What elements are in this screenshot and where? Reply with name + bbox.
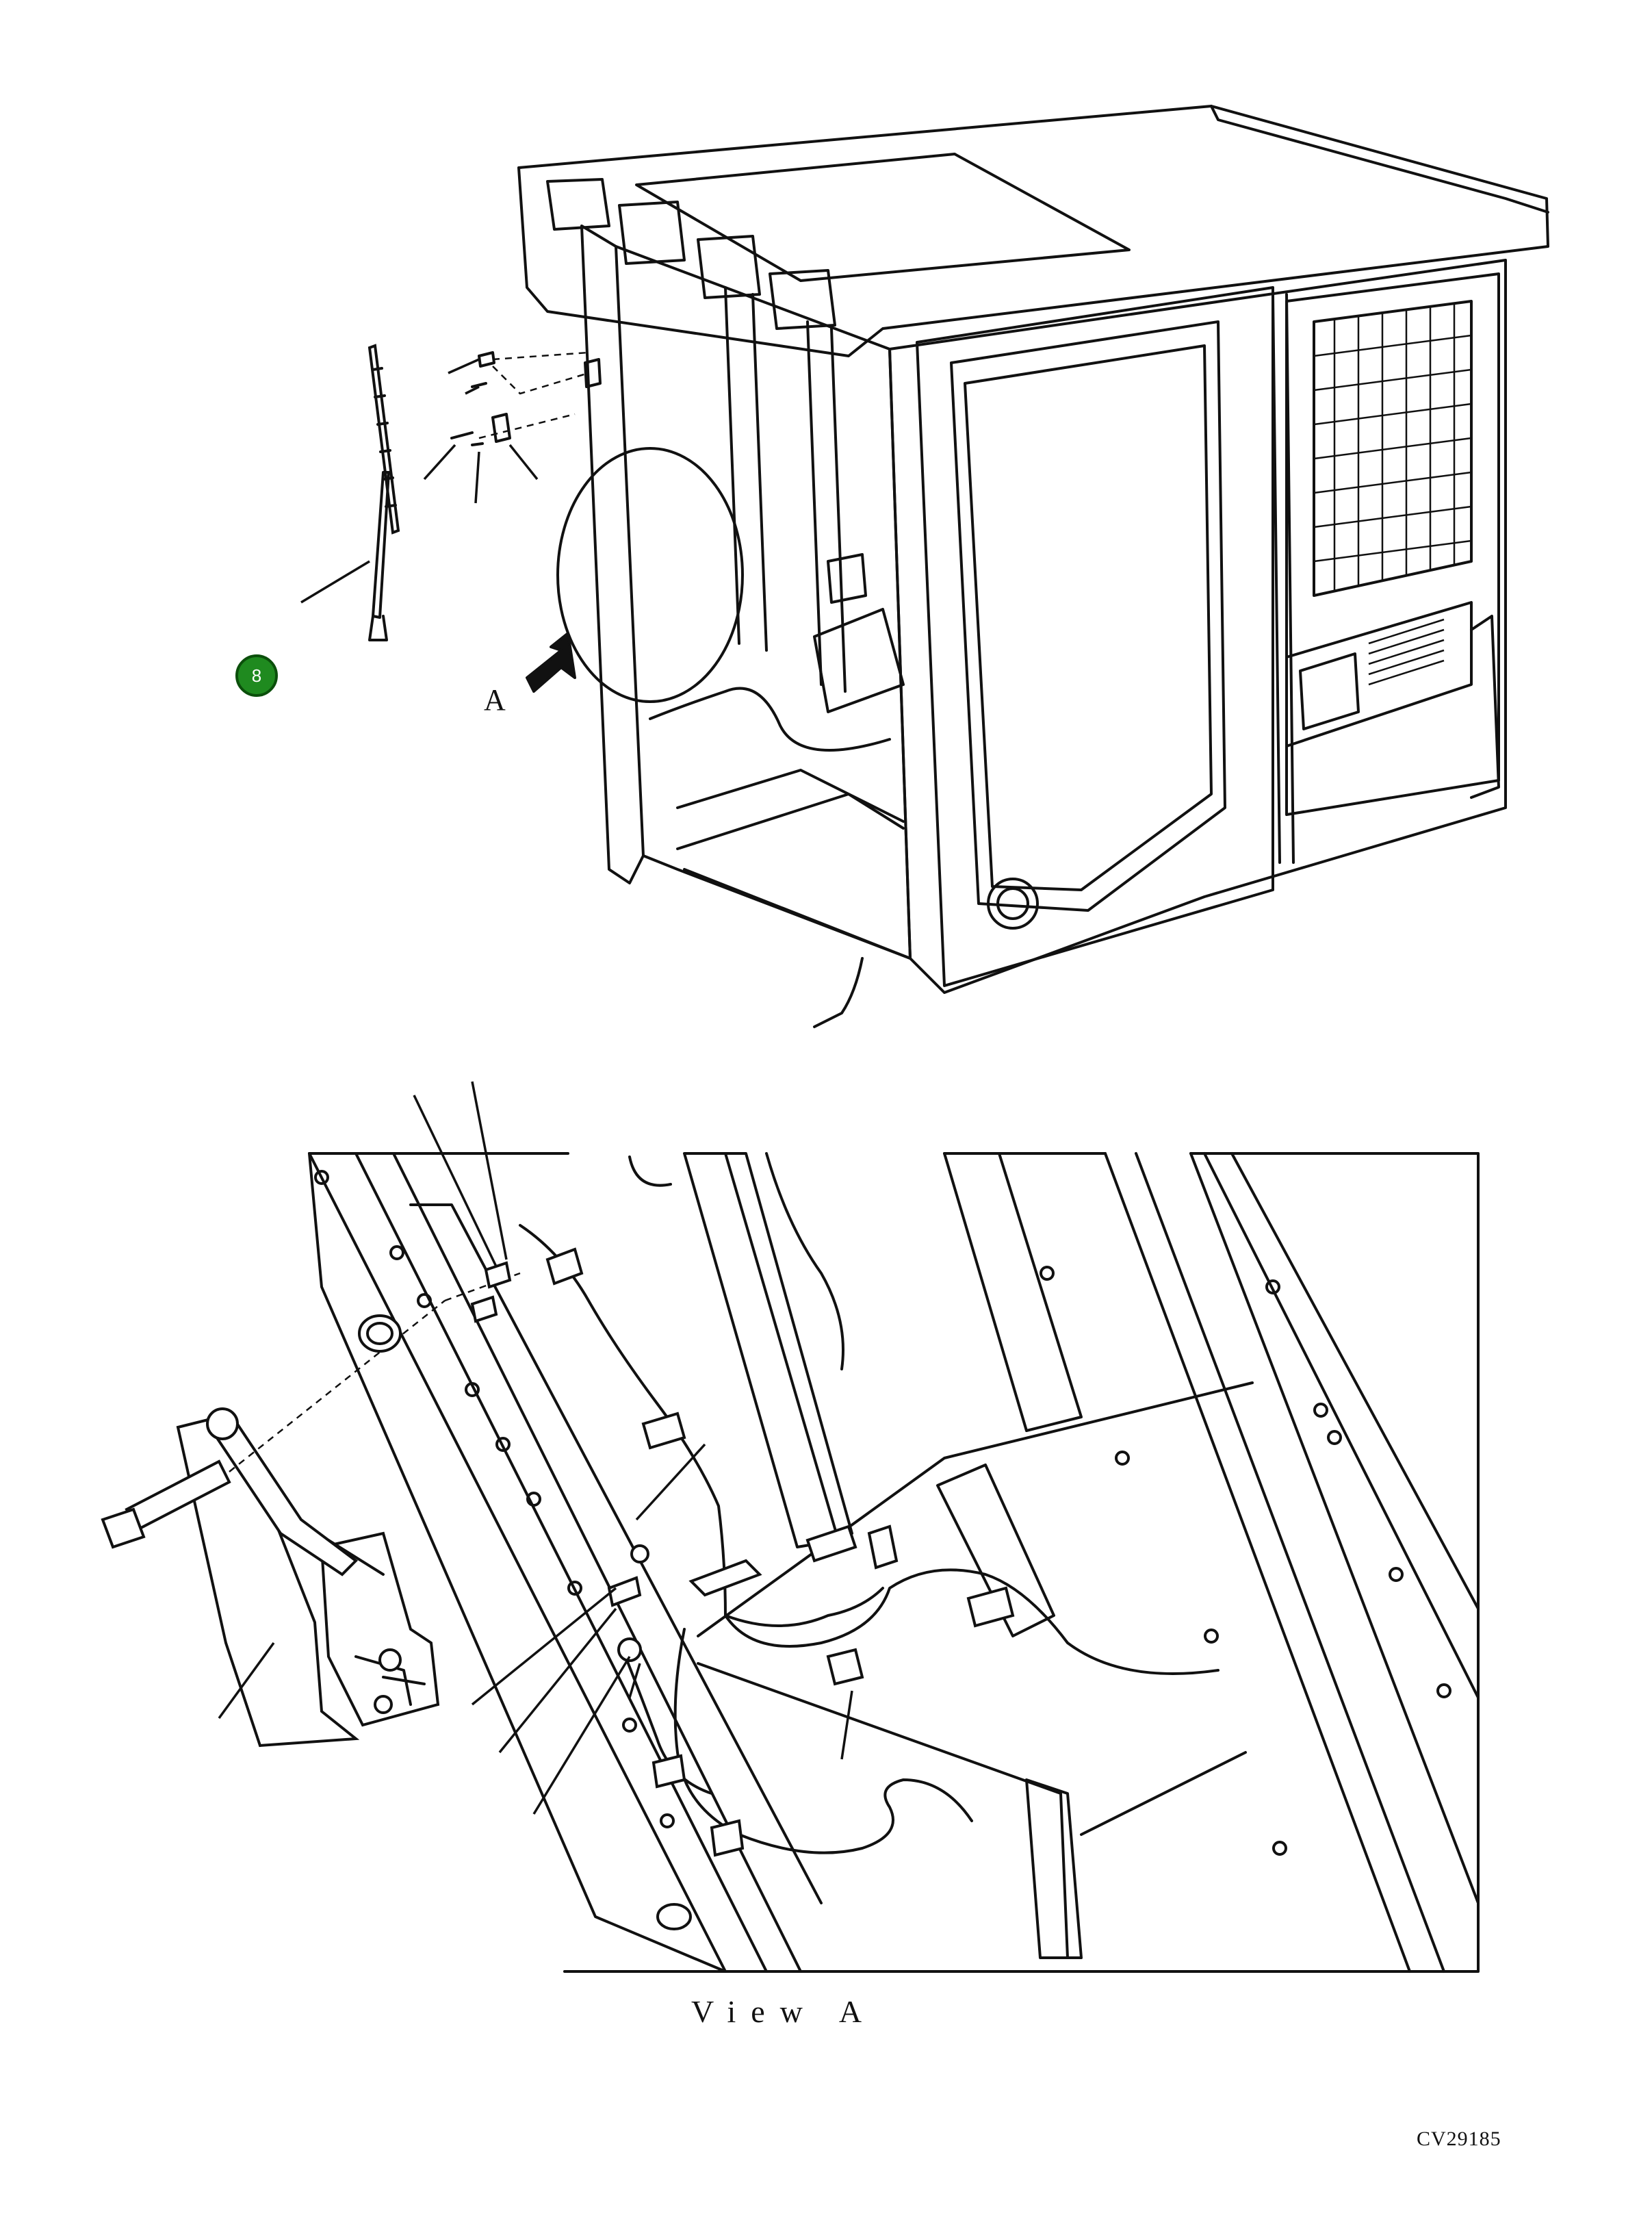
harness-clip-4 [867,1524,899,1570]
pillar-fastener-1 [484,1261,512,1289]
wiring-harness-lower [673,1628,973,1854]
cab-wire-harness-overview [649,687,891,1028]
leader-fastener-2 [471,1081,508,1260]
cab-rear-handle [1470,615,1500,799]
view-a-frame [308,1152,1480,1973]
cab-interior-canister [827,553,867,604]
wiper-motor-bolt-2 [374,1695,393,1714]
pillar-grommet [358,1314,402,1353]
cab-roof [517,105,1549,357]
fastener-screw-b [617,1637,642,1662]
cab-door-pillars [724,286,847,693]
wiring-harness-branch [724,1587,884,1627]
wiper-motor-bolt-1 [378,1648,402,1672]
cab-right-side [888,259,1507,994]
fastener-screw-a [630,1544,649,1563]
cab-door-hinge-rail [1272,293,1295,864]
leader-part-a [471,1587,617,1706]
wiring-harness-left [621,1648,713,1795]
detail-door-edge [1104,1152,1480,1973]
leader-part-d [628,1663,641,1698]
wiper-blade-teeth [372,367,397,508]
detail-door-flange [1203,1152,1480,1699]
wiper-arm [368,471,390,641]
detail-center-pillar-2 [724,1152,853,1535]
harness-clip-2 [641,1412,686,1450]
wiring-harness-loop [628,1152,844,1370]
wiring-harness-main [519,1224,1219,1675]
cab-vent-slots [1368,618,1445,686]
harness-clip-3 [805,1524,857,1563]
leader-fastener-1 [413,1095,498,1267]
cab-interior-box [813,608,905,713]
cab-door-window [950,320,1226,912]
detail-pillar-bolts [314,1170,1451,1856]
wiper-motor-body [320,1531,440,1727]
cab-mount-block [584,358,602,388]
harness-grommet-plate [688,1559,762,1597]
cab-door-window-inner [964,344,1213,891]
wiper-shaft-tip [101,1507,146,1549]
cab-rear-badge [1299,652,1360,730]
detail-circle-a [556,447,744,703]
cab-grille-mesh [1313,304,1472,591]
harness-clip-7 [651,1754,686,1789]
cab-overview [517,105,1549,1028]
wiper-linkage-pivot [206,1407,239,1440]
fastener-mid [450,431,484,446]
drawing-code: CV29185 [1417,2128,1501,2150]
callout-number-badge: 8 [235,654,278,697]
cab-door-handle [987,878,1039,930]
fastener-alignment-lines [478,351,589,439]
detail-floor-knob [656,1903,692,1930]
view-reference-letter: A [484,683,506,717]
fastener-top-washer [471,382,487,388]
fastener-top-nut [478,351,495,368]
callout-number: 8 [251,665,262,686]
cab-door-outer [916,286,1274,987]
leader-wiper-motor [218,1642,275,1720]
leader-wiper-arm [300,560,370,604]
fastener-plate-a [607,1576,642,1607]
detail-left-pillar-outer [308,1152,727,1973]
harness-clip-5 [826,1648,864,1686]
detail-floor-support [1025,1778,1083,1959]
roof-rear-rail [1210,105,1549,214]
harness-clip-6 [710,1819,745,1857]
leader-part-f [840,1690,853,1760]
detail-floor [697,1381,1254,1959]
cab-vent-panel [1285,601,1473,748]
roof-lights [546,178,836,330]
roof-panel [635,153,1131,282]
detail-arrow-a [526,632,576,693]
detail-floor-bracket [936,1464,1055,1637]
harness-connector [966,1586,1015,1628]
wiper-exploded-parts [300,344,602,641]
detail-left-pillar-inner [368,1152,823,1973]
cab-floor-frame [676,769,912,960]
pillar-fastener-2 [470,1295,498,1323]
detail-right-pillar [943,1152,1083,1432]
view-a-detail [101,1081,1480,1973]
cab-front-post [580,225,645,884]
view-a-caption: View A [691,1994,877,2029]
harness-clip-1 [545,1247,584,1286]
leader-part-e [635,1443,706,1521]
cab-grille-frame [1313,300,1473,597]
fastener-bracket [491,413,511,443]
detail-left-pillar [308,1152,768,1973]
leader-part-c [532,1656,631,1815]
cab-left-frame [615,245,912,960]
leader-part-b [498,1607,617,1754]
